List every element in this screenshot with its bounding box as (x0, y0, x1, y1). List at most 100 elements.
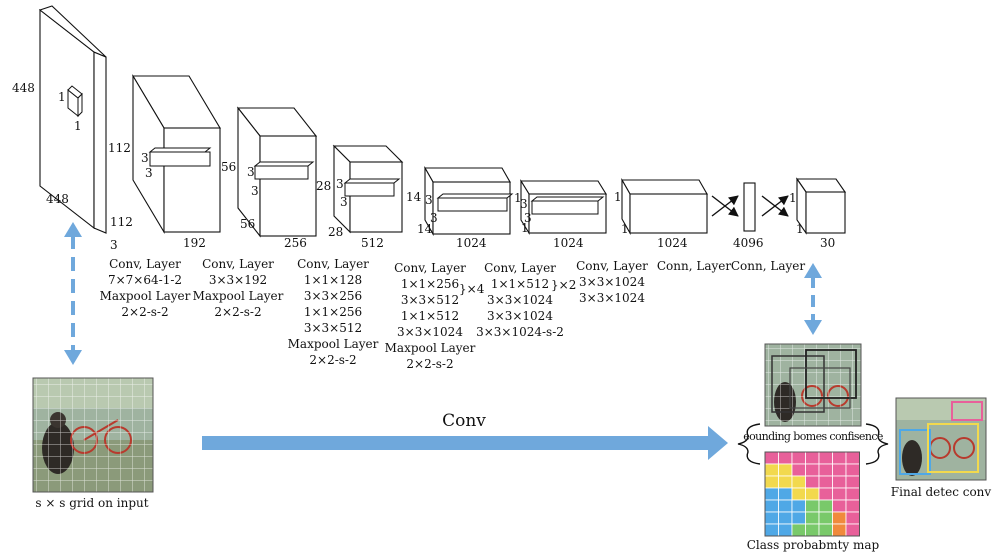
layer-input: 448 448 3 1 1 (12, 5, 118, 252)
dim-height: 56 (221, 160, 236, 174)
dim-height: 1 (789, 191, 797, 205)
caption-block-2: Conv, Layer 3×3×192 Maxpool Layer 2×2-s-… (193, 257, 284, 319)
dim-width: 14 (417, 222, 433, 236)
caption-conn-1: Conn, Layer (657, 259, 731, 273)
class-map-cell (764, 487, 779, 501)
class-map-cell (791, 451, 806, 465)
kernel-label-a: 3 (520, 197, 528, 211)
caption-line: 3×3×1024 (579, 275, 645, 289)
class-map-cell (778, 463, 793, 477)
class-map-cell (764, 475, 779, 489)
kernel-label-a: 3 (141, 151, 149, 165)
dim-width: 448 (46, 192, 69, 206)
kernel-label-b: 3 (251, 184, 259, 198)
caption-line: Conv, Layer (109, 257, 181, 271)
repeat-x2: }×2 (551, 278, 576, 292)
class-map-cell (845, 463, 860, 477)
class-map-cell (818, 463, 833, 477)
caption-line: 3×3×1024 (579, 291, 645, 305)
class-map-cell (778, 499, 793, 513)
class-map-cell (845, 475, 860, 489)
caption-block-4: Conv, Layer 1×1×256 3×3×512 1×1×512 3×3×… (385, 261, 476, 371)
caption-line: 3×3×1024 (397, 325, 463, 339)
dim-height: 1 (514, 191, 522, 205)
dim-width: 56 (240, 217, 255, 231)
dim-depth: 30 (820, 236, 835, 250)
class-map-cell (832, 487, 847, 501)
dim-depth: 1024 (553, 236, 584, 250)
caption-line: Conv, Layer (297, 257, 369, 271)
kernel-label-a: 3 (425, 193, 433, 207)
caption-line: Conv, Layer (394, 261, 466, 275)
dim-depth: 1024 (657, 236, 688, 250)
caption-line: 1×1×128 (304, 273, 362, 287)
class-map-cell (845, 511, 860, 525)
layer-conv-1024b: 1 1 1024 (614, 177, 708, 250)
brace-left (737, 423, 761, 465)
repeat-x4: }×4 (459, 282, 485, 296)
dim-depth: 3 (110, 238, 118, 252)
dim-width: 1 (796, 222, 804, 236)
kernel-label-b: 3 (430, 211, 438, 225)
dim-height: 1 (614, 190, 622, 204)
input-caption: s × s grid on input (35, 496, 148, 510)
layer-fc-4096: 4096 (733, 182, 764, 250)
layer-14: 14 14 1024 3 3 (406, 165, 514, 250)
class-map-cell (818, 499, 833, 513)
caption-line: 3×3×256 (304, 289, 362, 303)
class-map-cell (845, 451, 860, 465)
dim-depth: 512 (361, 236, 384, 250)
caption-line: 3×3×512 (401, 293, 459, 307)
class-probability-map (764, 451, 860, 537)
dim-depth: 192 (183, 236, 206, 250)
dim-width: 112 (110, 215, 133, 229)
caption-line: Conv, Layer (202, 257, 274, 271)
class-map-cell (778, 451, 793, 465)
kernel-label-a: 1 (58, 90, 66, 104)
caption-block-3: Conv, Layer 1×1×128 3×3×256 1×1×256 3×3×… (288, 257, 379, 367)
caption-line: Conv, Layer (576, 259, 648, 273)
caption-line: 2×2-s-2 (406, 357, 453, 371)
dim-height: 112 (108, 141, 131, 155)
bbox-image (764, 343, 862, 427)
caption-line: 1×1×512 (401, 309, 459, 323)
caption-line: Maxpool Layer (288, 337, 379, 351)
class-map-cell (805, 451, 820, 465)
dim-width: 1 (621, 222, 629, 236)
caption-line: 2×2-s-2 (309, 353, 356, 367)
class-map-cell (805, 463, 820, 477)
class-map-cell (805, 499, 820, 513)
class-map-cell (845, 499, 860, 513)
kernel-label-b: 3 (145, 166, 153, 180)
caption-line: 3×3×1024 (487, 293, 553, 307)
class-map-cell (832, 463, 847, 477)
caption-line: 3×3×1024 (487, 309, 553, 323)
layer-output: 1 1 30 (789, 177, 847, 250)
layer-conv-1024a: 1 1 1024 3 3 (514, 179, 607, 250)
dim-height: 14 (406, 190, 422, 204)
output-link-arrow (804, 263, 822, 335)
class-map-cell (778, 487, 793, 501)
class-map-cell (845, 487, 860, 501)
caption-block-1: Conv, Layer 7×7×64-1-2 Maxpool Layer 2×2… (100, 257, 191, 319)
input-grid-image (32, 377, 154, 493)
class-map-cell (778, 523, 793, 537)
caption-line: 3×3×192 (209, 273, 267, 287)
kernel-label-b: 3 (340, 195, 348, 209)
kernel-3x3 (436, 193, 514, 212)
final-detection-image (895, 397, 987, 481)
layer-28: 28 28 512 3 3 (316, 144, 404, 250)
class-map-caption: Class probabmty map (747, 538, 880, 552)
class-map-cell (791, 487, 806, 501)
dim-units: 4096 (733, 236, 764, 250)
dim-width: 28 (328, 225, 343, 239)
dim-width: 1 (521, 221, 529, 235)
layer-56: 56 56 256 3 3 (221, 106, 318, 250)
class-map-cell (845, 523, 860, 537)
kernel-3x3 (530, 196, 605, 215)
class-map-cell (832, 475, 847, 489)
kernel-label-b: 3 (524, 211, 532, 225)
class-map-cell (778, 511, 793, 525)
class-map-cell (805, 475, 820, 489)
